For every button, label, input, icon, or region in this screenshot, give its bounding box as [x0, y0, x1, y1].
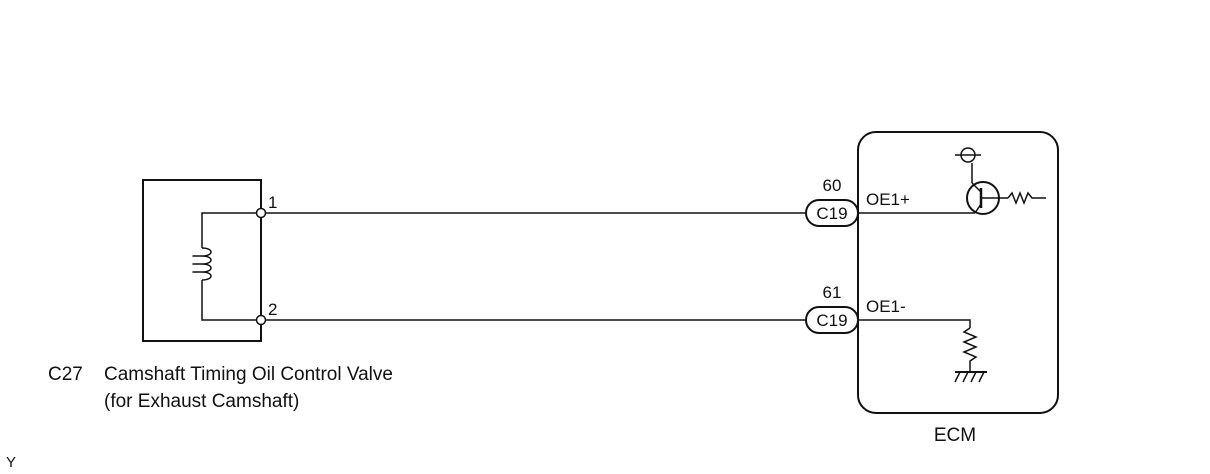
- component-subname: (for Exhaust Camshaft): [104, 391, 299, 412]
- pulldown-resistor-icon: [962, 327, 978, 372]
- connector-pin-top: 60: [823, 176, 842, 195]
- component-name: Camshaft Timing Oil Control Valve: [104, 364, 393, 385]
- connector-code-bottom: C19: [816, 311, 847, 330]
- terminal-1: [255, 207, 267, 219]
- terminal-2: [255, 314, 267, 326]
- power-supply-icon: [955, 147, 981, 163]
- pin-label-2: 2: [268, 300, 277, 319]
- ecm-line-oe1-minus: [858, 319, 971, 328]
- signal-oe1-minus: OE1-: [866, 297, 906, 316]
- pin-label-1: 1: [268, 193, 277, 212]
- signal-oe1-plus: OE1+: [866, 190, 910, 209]
- ecm-box: [857, 131, 1059, 414]
- connector-pin-bottom: 61: [823, 283, 842, 302]
- ecm-label: ECM: [934, 425, 976, 446]
- ground-icon: [954, 371, 987, 383]
- footer-mark: Y: [6, 454, 16, 471]
- solenoid-internal-wire: [201, 212, 261, 321]
- solenoid-coil-icon: [192, 247, 212, 281]
- transistor-icon: [966, 163, 1046, 215]
- connector-code-top: C19: [816, 204, 847, 223]
- component-code: C27: [48, 364, 83, 385]
- valve-housing: [142, 179, 262, 342]
